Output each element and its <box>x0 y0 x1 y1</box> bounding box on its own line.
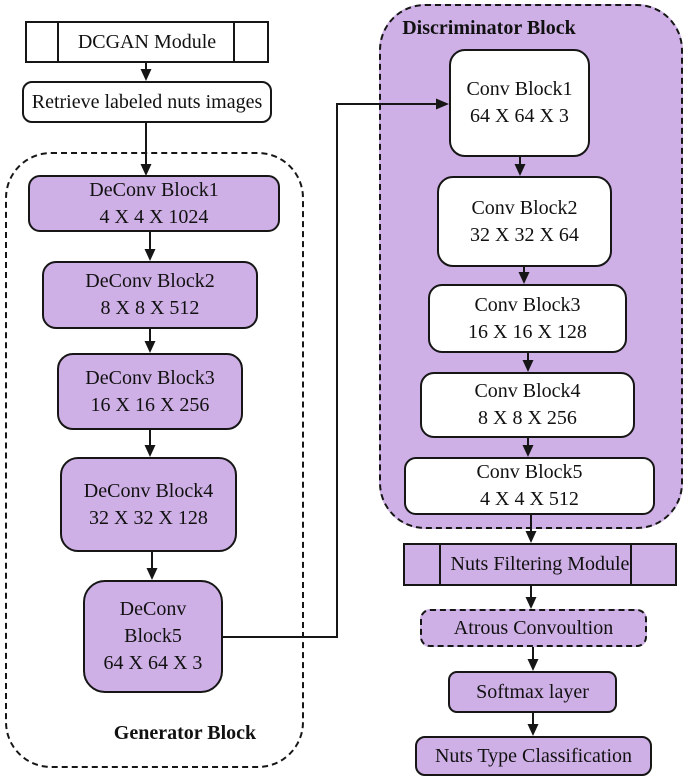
deconv-block1-name: DeConv Block1 <box>89 178 219 201</box>
deconv-block4-name: DeConv Block4 <box>83 479 214 502</box>
conv-block1-name: Conv Block1 <box>466 78 573 100</box>
softmax-layer-label: Softmax layer <box>476 680 589 703</box>
deconv-block2-node: DeConv Block2 8 X 8 X 512 <box>42 261 258 329</box>
arrow-filtering-to-atrous <box>525 586 537 609</box>
conv-block1-dims: 64 X 64 X 3 <box>470 105 569 127</box>
arrow-deconv1-to-deconv2 <box>144 232 156 261</box>
softmax-layer-node: Softmax layer <box>448 671 617 713</box>
nuts-type-classification-label: Nuts Type Classification <box>434 744 633 767</box>
generator-block-title: Generator Block <box>113 722 257 744</box>
arrow-conv4-to-conv5 <box>522 438 534 457</box>
arrow-conv5-to-filtering <box>525 515 537 543</box>
arrow-deconv4-to-deconv5 <box>146 552 158 580</box>
deconv-block3-dims: 16 X 16 X 256 <box>90 393 210 416</box>
conv-block1-node: Conv Block1 64 X 64 X 3 <box>449 49 590 157</box>
conv-block5-dims: 4 X 4 X 512 <box>480 488 579 510</box>
deconv-block1-dims: 4 X 4 X 1024 <box>99 205 209 228</box>
dcgan-left-divider <box>57 21 59 63</box>
arrow-atrous-to-softmax <box>527 647 539 671</box>
arrow-conv3-to-conv4 <box>522 353 534 372</box>
atrous-convolution-label: Atrous Convoultion <box>453 616 614 639</box>
discriminator-block-title: Discriminator Block <box>402 17 576 39</box>
conv-block3-node: Conv Block3 16 X 16 X 128 <box>428 284 627 353</box>
arrow-conv1-to-conv2 <box>514 157 526 176</box>
deconv-block3-node: DeConv Block3 16 X 16 X 256 <box>57 353 243 430</box>
arrow-deconv2-to-deconv3 <box>144 329 156 353</box>
dcgan-module-node: DCGAN Module <box>25 21 269 63</box>
deconv-block3-name: DeConv Block3 <box>85 366 215 389</box>
conv-block4-dims: 8 X 8 X 256 <box>478 407 577 429</box>
deconv-block2-dims: 8 X 8 X 512 <box>100 297 200 319</box>
conv-block3-name: Conv Block3 <box>474 293 581 316</box>
connector-deconv5-to-conv1 <box>223 98 449 638</box>
nuts-type-classification-node: Nuts Type Classification <box>415 736 652 776</box>
conv-block2-dims: 32 X 32 X 64 <box>470 223 579 246</box>
retrieve-images-label: Retrieve labeled nuts images <box>31 90 263 113</box>
deconv-block4-dims: 32 X 32 X 128 <box>89 506 208 529</box>
deconv-block5-name-line1: DeConv <box>119 598 187 620</box>
arrow-conv2-to-conv3 <box>518 267 530 284</box>
conv-block3-dims: 16 X 16 X 128 <box>468 320 587 343</box>
nuts-filtering-module-node: Nuts Filtering Module <box>403 543 677 586</box>
dcgan-right-divider <box>233 21 235 63</box>
deconv-block4-node: DeConv Block4 32 X 32 X 128 <box>60 457 237 552</box>
dcgan-module-label: DCGAN Module <box>77 30 217 53</box>
deconv-block5-dims: 64 X 64 X 3 <box>103 652 203 674</box>
retrieve-images-node: Retrieve labeled nuts images <box>22 81 272 123</box>
arrow-softmax-to-classification <box>527 713 539 736</box>
conv-block2-node: Conv Block2 32 X 32 X 64 <box>437 176 612 267</box>
conv-block5-node: Conv Block5 4 X 4 X 512 <box>404 457 655 515</box>
filtering-right-divider <box>630 543 632 586</box>
deconv-block2-name: DeConv Block2 <box>85 270 215 292</box>
deconv-block5-name-line2: Block5 <box>124 625 182 647</box>
conv-block5-name: Conv Block5 <box>476 461 583 483</box>
arrow-deconv3-to-deconv4 <box>144 430 156 457</box>
conv-block4-name: Conv Block4 <box>474 380 581 402</box>
conv-block4-node: Conv Block4 8 X 8 X 256 <box>420 372 635 438</box>
filtering-left-divider <box>439 543 441 586</box>
nuts-filtering-module-label: Nuts Filtering Module <box>450 553 630 575</box>
deconv-block1-node: DeConv Block1 4 X 4 X 1024 <box>28 175 280 232</box>
arrow-dcgan-to-retrieve <box>140 63 152 81</box>
conv-block2-name: Conv Block2 <box>471 196 578 219</box>
atrous-convolution-node: Atrous Convoultion <box>420 609 647 647</box>
arrow-retrieve-to-deconv1 <box>140 123 152 176</box>
deconv-block5-node: DeConv Block5 64 X 64 X 3 <box>83 580 223 693</box>
